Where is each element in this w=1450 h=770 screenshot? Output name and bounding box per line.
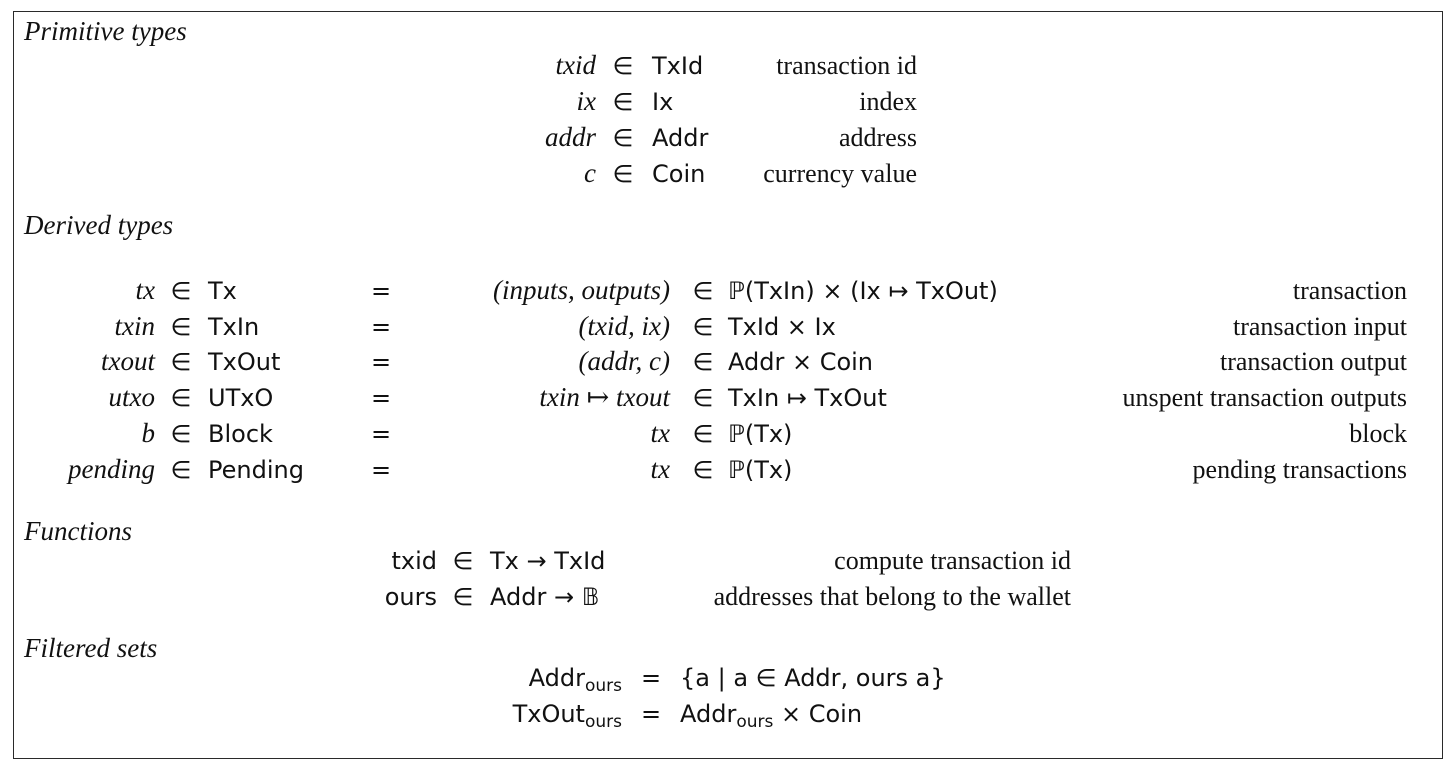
derived-desc: unspent transaction outputs xyxy=(1122,383,1407,412)
section-heading-functions: Functions xyxy=(24,516,132,546)
primitive-desc: transaction id xyxy=(776,51,917,80)
function-signature: Tx → TxId xyxy=(490,547,606,575)
in-symbol: ∈ xyxy=(452,547,474,575)
in-symbol: ∈ xyxy=(692,277,714,305)
derived-expr: (inputs, outputs) xyxy=(492,275,670,305)
primitive-desc: currency value xyxy=(763,159,917,188)
primitive-var: ix xyxy=(576,86,597,116)
in-symbol: ∈ xyxy=(170,456,192,484)
equals-symbol: = xyxy=(370,313,392,341)
derived-expr: tx xyxy=(650,454,671,484)
derived-type: Block xyxy=(208,420,273,448)
in-symbol: ∈ xyxy=(692,420,714,448)
in-symbol: ∈ xyxy=(692,313,714,341)
primitive-var: txid xyxy=(555,50,597,80)
primitive-desc: index xyxy=(859,87,917,116)
in-symbol: ∈ xyxy=(170,420,192,448)
function-desc: compute transaction id xyxy=(834,546,1071,575)
derived-type: TxIn xyxy=(208,313,260,341)
derived-var: tx xyxy=(135,275,156,305)
primitive-var: c xyxy=(584,158,596,188)
derived-def: TxIn ↦ TxOut xyxy=(728,384,887,412)
section-heading-primitive: Primitive types xyxy=(24,16,187,46)
in-symbol: ∈ xyxy=(612,52,634,80)
derived-def: ℙ(Tx) xyxy=(728,420,793,448)
derived-var: txout xyxy=(101,346,155,376)
primitive-type: TxId xyxy=(652,52,704,80)
in-symbol: ∈ xyxy=(452,583,474,611)
in-symbol: ∈ xyxy=(612,160,634,188)
primitive-type: Ix xyxy=(652,88,674,116)
primitive-type: Addr xyxy=(652,124,709,152)
primitive-type: Coin xyxy=(652,160,706,188)
derived-type: TxOut xyxy=(208,348,281,376)
derived-desc: pending transactions xyxy=(1192,455,1407,484)
in-symbol: ∈ xyxy=(692,384,714,412)
derived-var: pending xyxy=(68,454,155,484)
derived-var: utxo xyxy=(108,382,156,412)
derived-def: TxId × Ix xyxy=(728,313,836,341)
filtered-set-def: {a | a ∈ Addr, ours a} xyxy=(680,664,946,692)
in-symbol: ∈ xyxy=(170,348,192,376)
equals-symbol: = xyxy=(640,664,662,692)
equals-symbol: = xyxy=(640,700,662,728)
section-heading-derived: Derived types xyxy=(24,210,174,240)
derived-def: ℙ(TxIn) × (Ix ↦ TxOut) xyxy=(728,277,998,305)
derived-type: UTxO xyxy=(208,384,274,412)
in-symbol: ∈ xyxy=(170,313,192,341)
in-symbol: ∈ xyxy=(692,456,714,484)
definitions-box xyxy=(13,11,1443,759)
section-heading-filtered: Filtered sets xyxy=(24,633,158,663)
derived-expr: (txid, ix) xyxy=(578,311,670,341)
filtered-set-name: TxOutours xyxy=(512,700,622,732)
filtered-set-name: Addrours xyxy=(528,664,622,696)
in-symbol: ∈ xyxy=(692,348,714,376)
primitive-desc: address xyxy=(839,123,917,152)
derived-expr: (addr, c) xyxy=(578,346,670,376)
derived-def: Addr × Coin xyxy=(728,348,874,376)
derived-def: ℙ(Tx) xyxy=(728,456,793,484)
derived-var: b xyxy=(141,418,156,448)
derived-desc: block xyxy=(1349,419,1407,448)
derived-type: Tx xyxy=(208,277,237,305)
derived-var: txin xyxy=(114,311,156,341)
in-symbol: ∈ xyxy=(612,88,634,116)
primitive-var: addr xyxy=(544,122,596,152)
derived-desc: transaction input xyxy=(1232,312,1407,341)
derived-type: Pending xyxy=(208,456,304,484)
equals-symbol: = xyxy=(370,384,392,412)
function-name: ours xyxy=(384,583,437,611)
in-symbol: ∈ xyxy=(170,277,192,305)
derived-expr: txin ↦ txout xyxy=(539,382,670,412)
derived-desc: transaction output xyxy=(1219,347,1407,376)
equals-symbol: = xyxy=(370,277,392,305)
function-signature: Addr → 𝔹 xyxy=(490,583,600,611)
in-symbol: ∈ xyxy=(170,384,192,412)
function-desc: addresses that belong to the wallet xyxy=(713,582,1071,611)
derived-desc: transaction xyxy=(1292,276,1407,305)
derived-expr: tx xyxy=(650,418,671,448)
in-symbol: ∈ xyxy=(612,124,634,152)
equals-symbol: = xyxy=(370,348,392,376)
equals-symbol: = xyxy=(370,456,392,484)
function-name: txid xyxy=(391,547,437,575)
filtered-set-def: Addrours × Coin xyxy=(680,700,863,732)
equals-symbol: = xyxy=(370,420,392,448)
